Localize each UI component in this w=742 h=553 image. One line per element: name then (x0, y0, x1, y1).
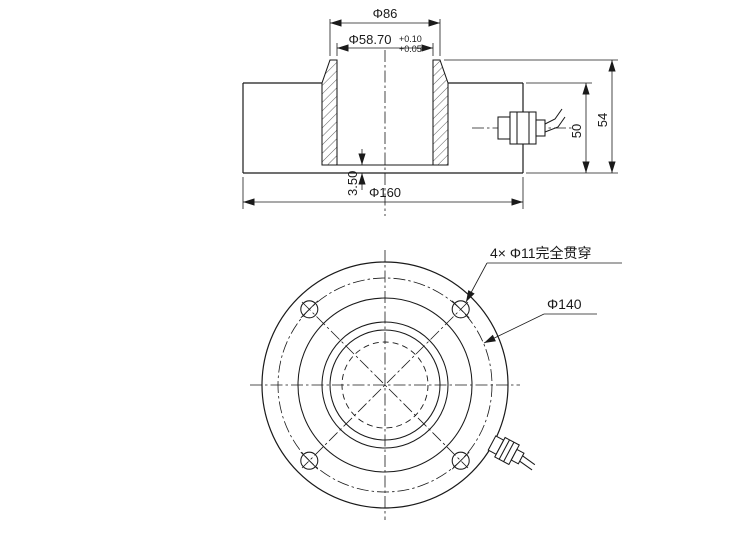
body-outline (242, 82, 524, 174)
outer-flange-circle (261, 261, 509, 509)
boss-base-circle (321, 321, 449, 449)
bolt-circle-label: Φ140 (547, 296, 582, 312)
mounting-holes (300, 300, 470, 470)
cable-connector-plan (487, 435, 536, 471)
diagonal-centerline (301, 301, 469, 469)
connector-tube (535, 119, 546, 137)
hole-cross-tick (451, 451, 470, 470)
hole-cross-tick (300, 300, 319, 319)
leader-line (465, 262, 488, 303)
connector-mount (497, 116, 511, 140)
hole-cross-tick (451, 300, 470, 319)
plan-view: 4× Φ11完全贯穿 Φ140 (250, 245, 622, 520)
dim-phi160-label: Φ160 (369, 185, 401, 200)
holes-note-label: 4× Φ11完全贯穿 (490, 245, 592, 261)
bolt-circle-callout: Φ140 (483, 296, 597, 344)
connector-wire-upper (522, 455, 536, 466)
leader-line (483, 313, 545, 344)
section-hatch-right-wall (432, 59, 449, 166)
connector-nut-facet (498, 439, 510, 460)
section-view: Φ86 Φ58.70 +0.10 +0.05 3.50 50 54 (242, 6, 618, 216)
boss-top-circle (329, 329, 441, 441)
tolerance-lower-label: +0.05 (399, 44, 422, 54)
section-hatch-left-wall (321, 59, 338, 166)
dimension-phi160: Φ160 (242, 177, 524, 209)
dim-3-50-label: 3.50 (345, 171, 360, 196)
tolerance-upper-label: +0.10 (399, 34, 422, 44)
dimension-diaphragm: 3.50 (345, 149, 366, 196)
dimension-heights: 50 54 (444, 59, 618, 174)
connector-wire-upper (544, 108, 563, 125)
dimension-phi86: Φ86 (329, 6, 441, 56)
mounting-hole (451, 300, 470, 319)
dimension-bore: Φ58.70 +0.10 +0.05 (336, 32, 434, 56)
connector-wire-lower (544, 116, 566, 133)
bolt-circle (277, 277, 493, 493)
dim-54-label: 54 (595, 113, 610, 127)
body-step-circle (297, 297, 473, 473)
holes-callout: 4× Φ11完全贯穿 (465, 245, 622, 303)
connector-tube (510, 448, 525, 465)
mounting-hole (451, 451, 470, 470)
connector-nut (509, 111, 537, 145)
mounting-hole (300, 451, 319, 470)
connector-nut-facet (503, 441, 515, 462)
diagonal-centerline (301, 301, 469, 469)
dim-phi86-label: Φ86 (373, 6, 398, 21)
hole-cross-tick (300, 451, 319, 470)
dim-bore-label: Φ58.70 (349, 32, 392, 47)
dim-50-label: 50 (569, 124, 584, 138)
mounting-hole (300, 300, 319, 319)
connector-wire-lower (519, 460, 533, 471)
hidden-bore-circle (341, 341, 429, 429)
cable-connector-side (497, 108, 566, 145)
